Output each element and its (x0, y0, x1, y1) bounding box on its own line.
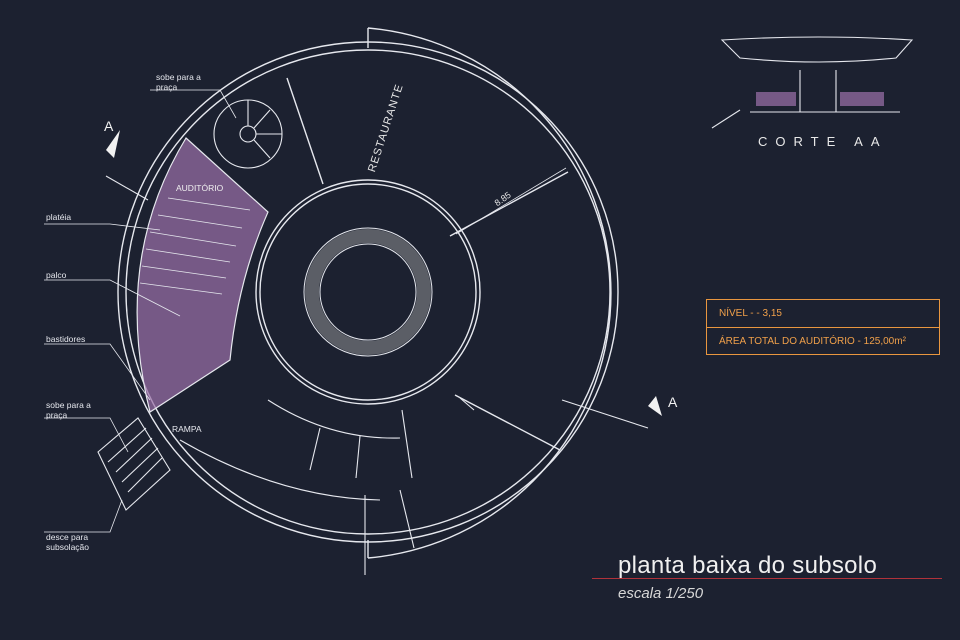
label-plateia: platéia (46, 212, 72, 222)
room-label-ramp: RAMPA (172, 424, 202, 434)
info-level: NÍVEL - - 3,15 (719, 308, 782, 319)
section-mark-bottom: A (668, 394, 678, 410)
spiral-stair-top (213, 99, 283, 169)
section-arrow-top (106, 130, 120, 158)
section-arrow-bottom (648, 396, 662, 416)
inner-ring-wall (255, 179, 481, 405)
section-sketch (711, 36, 914, 129)
seating-rows (139, 197, 251, 295)
label-palco: palco (46, 270, 67, 280)
central-column (305, 229, 431, 355)
room-label-auditorium: AUDITÓRIO (176, 183, 224, 193)
dimension-line (455, 167, 567, 235)
drawing-scale: escala 1/250 (618, 585, 704, 602)
drawing-title: planta baixa do subsolo (618, 552, 878, 579)
service-rooms (179, 397, 475, 575)
outer-arc (367, 27, 612, 559)
section-mark-top: A (104, 118, 114, 134)
label-sobe-bottom: sobe para a praça (46, 400, 91, 420)
label-bastidores: bastidores (46, 334, 86, 344)
label-sobe-top: sobe para a praça (156, 72, 201, 92)
info-box: NÍVEL - - 3,15 ÁREA TOTAL DO AUDITÓRIO -… (706, 299, 940, 355)
section-title: CORTE AA (758, 134, 888, 149)
outer-wall-inner (125, 49, 611, 535)
leader-lines (44, 89, 237, 533)
info-area: ÁREA TOTAL DO AUDITÓRIO - 125,00m² (707, 327, 939, 354)
section-line (105, 175, 649, 429)
section-auditorium-fill (756, 92, 796, 106)
title-underline (592, 578, 942, 579)
stair-bottom (97, 417, 171, 511)
label-desce: desce para subsolação (46, 532, 90, 552)
inner-ring-wall-2 (259, 183, 477, 401)
